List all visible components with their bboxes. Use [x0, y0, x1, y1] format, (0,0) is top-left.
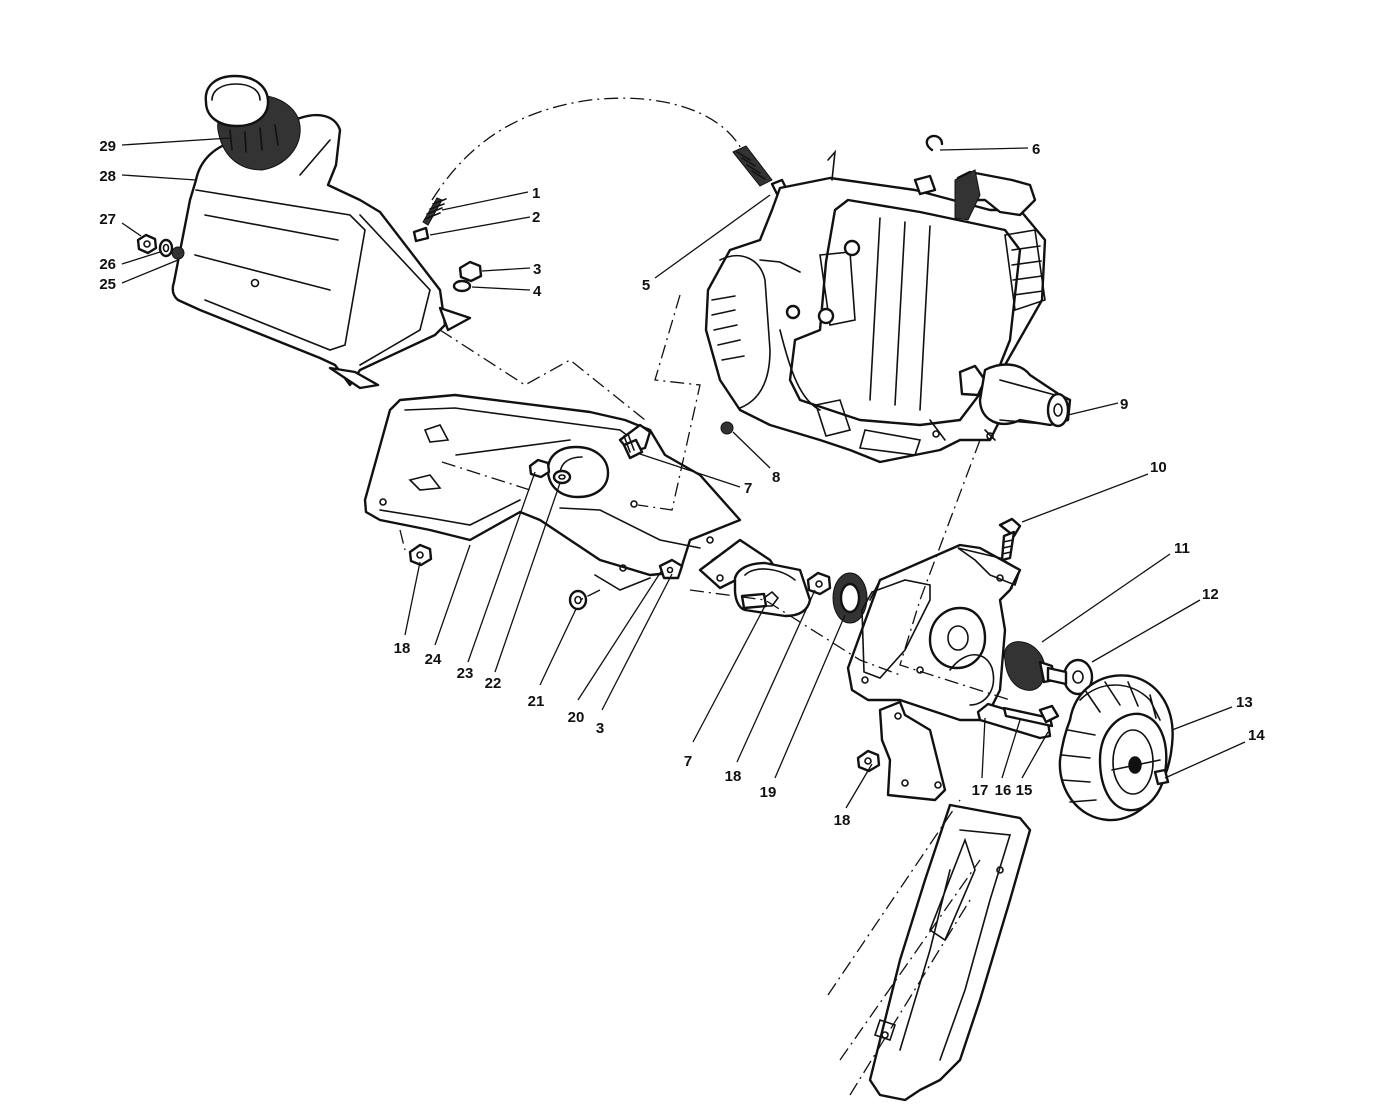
fuel-tank [171, 114, 472, 390]
callout-19: 19 [760, 784, 777, 801]
callout-28: 28 [99, 168, 116, 185]
frame-tube [868, 803, 1032, 1102]
wheel-13 [1058, 674, 1174, 822]
lower-bracket [878, 700, 947, 802]
callout-13: 13 [1236, 694, 1253, 711]
callout-26: 26 [99, 256, 116, 273]
callout-21: 21 [528, 693, 545, 710]
engine [704, 149, 1072, 464]
callout-22: 22 [485, 675, 502, 692]
callout-3: 3 [533, 261, 541, 278]
callout-7: 7 [744, 480, 752, 497]
fastener-20-3 [658, 558, 684, 580]
bolt-10 [998, 517, 1022, 562]
callout-14: 14 [1248, 727, 1265, 744]
callout-8: 8 [772, 469, 780, 486]
tank-hardware [136, 233, 185, 260]
callout-20: 20 [568, 709, 585, 726]
callout-9: 9 [1120, 396, 1128, 413]
callout-17: 17 [972, 782, 989, 799]
throttle-cable [412, 97, 790, 243]
callout-11: 11 [1174, 540, 1190, 557]
callout-18-c: 18 [834, 812, 851, 829]
belt-cover [363, 393, 742, 591]
callout-24: 24 [425, 651, 442, 668]
callout-25: 25 [99, 276, 116, 293]
clip-6 [925, 134, 944, 152]
assembly-lines [399, 294, 1011, 1096]
callout-10: 10 [1150, 459, 1167, 476]
callout-5: 5 [642, 277, 650, 294]
nut-18-lower [856, 749, 881, 773]
leader-lines [121, 137, 1246, 809]
callout-2: 2 [532, 209, 540, 226]
nut-and-washer-3-4 [452, 260, 483, 293]
callout-18-b: 18 [725, 768, 742, 785]
shaft-17-16-15 [976, 702, 1060, 740]
bearing-11 [1003, 641, 1056, 691]
callout-16: 16 [995, 782, 1012, 799]
callout-1: 1 [532, 185, 540, 202]
callout-6: 6 [1032, 141, 1040, 158]
nut-8 [720, 421, 734, 435]
callout-3-b: 3 [596, 720, 604, 737]
callout-7-b: 7 [684, 753, 692, 770]
washer-21 [568, 589, 588, 611]
callout-labels: 1 2 3 4 5 6 7 8 9 10 11 12 13 14 15 16 1… [99, 138, 1265, 829]
callout-18-a: 18 [394, 640, 411, 657]
bolt-7-upper [622, 433, 644, 460]
callout-12: 12 [1202, 586, 1219, 603]
callout-15: 15 [1016, 782, 1033, 799]
callout-29: 29 [99, 138, 116, 155]
pulley-19 [832, 572, 868, 624]
tank-cap [204, 74, 301, 171]
callout-4: 4 [533, 283, 542, 300]
nut-18-left [408, 543, 433, 567]
gear-housing [846, 543, 1022, 722]
callout-27: 27 [99, 211, 116, 228]
washer-12 [1046, 658, 1094, 696]
nut-18-middle [806, 571, 832, 596]
callout-23: 23 [457, 665, 474, 682]
